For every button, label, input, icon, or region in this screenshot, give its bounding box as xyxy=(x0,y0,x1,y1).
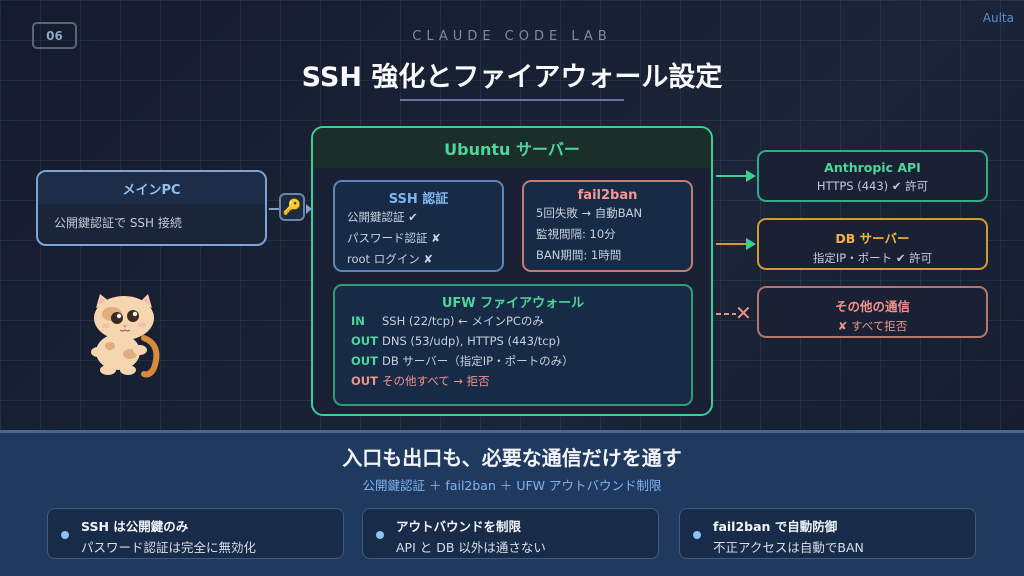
arrow-head-icon xyxy=(746,238,756,250)
summary-band: 入口も出口も、必要な通信だけを通す 公開鍵認証 ＋ fail2ban ＋ UFW… xyxy=(0,430,1024,576)
target-status: 指定IP・ポート ✔ 許可 xyxy=(812,251,933,265)
ufw-rule: IN SSH (22/tcp) ← メインPCのみ xyxy=(351,311,691,331)
target-title: Anthropic API xyxy=(824,160,921,175)
point-description: 不正アクセスは自動でBAN xyxy=(713,540,864,555)
ubuntu-server-node: Ubuntu サーバー SSH 認証 公開鍵認証 ✔ パスワード認証 ✘ roo… xyxy=(311,126,713,416)
fail2ban-title: fail2ban xyxy=(577,188,638,203)
point-title: SSH は公開鍵のみ xyxy=(81,519,189,534)
ufw-direction: OUT xyxy=(351,334,378,348)
bullet-dot-icon xyxy=(693,531,701,539)
bullet-dot-icon xyxy=(376,531,384,539)
ufw-rule: OUT DB サーバー（指定IP・ポートのみ） xyxy=(351,351,691,371)
ufw-card: UFW ファイアウォール IN SSH (22/tcp) ← メインPCのみ O… xyxy=(333,284,693,406)
ufw-title: UFW ファイアウォール xyxy=(441,296,585,311)
ufw-rule-deny: OUT その他すべて → 拒否 xyxy=(351,371,691,391)
arrow-head-icon xyxy=(746,170,756,182)
summary-point: SSH は公開鍵のみ パスワード認証は完全に無効化 xyxy=(47,508,344,559)
main-pc-node: メインPC 公開鍵認証で SSH 接続 xyxy=(36,170,267,246)
key-badge: 🔑 xyxy=(279,193,305,221)
page-title: SSH 強化とファイアウォール設定 xyxy=(301,62,723,93)
target-status: HTTPS (443) ✔ 許可 xyxy=(816,179,929,193)
title-underline xyxy=(400,99,624,101)
ssh-auth-line: パスワード認証 ✘ xyxy=(347,231,441,245)
ufw-rule-text: その他すべて → 拒否 xyxy=(382,374,490,388)
blocked-x-icon: ✕ xyxy=(735,301,752,325)
ufw-direction: OUT xyxy=(351,354,378,368)
ufw-direction: IN xyxy=(351,314,365,328)
ufw-rule: OUT DNS (53/udp), HTTPS (443/tcp) xyxy=(351,331,691,351)
target-title: DB サーバー xyxy=(835,231,910,246)
ufw-rule-text: SSH (22/tcp) ← メインPCのみ xyxy=(382,314,544,328)
ufw-rule-text: DNS (53/udp), HTTPS (443/tcp) xyxy=(382,334,561,348)
ufw-rule-text: DB サーバー（指定IP・ポートのみ） xyxy=(382,354,574,368)
target-status: ✘ すべて拒否 xyxy=(837,319,908,333)
target-anthropic-api: Anthropic API HTTPS (443) ✔ 許可 xyxy=(757,150,988,202)
api-connector-line xyxy=(716,175,750,177)
bullet-dot-icon xyxy=(61,531,69,539)
connector-line xyxy=(269,208,281,210)
summary-subtitle: 公開鍵認証 ＋ fail2ban ＋ UFW アウトバウンド制限 xyxy=(362,478,662,493)
fail2ban-line: 5回失敗 → 自動BAN xyxy=(536,206,643,220)
point-title: fail2ban で自動防御 xyxy=(713,519,838,534)
point-title: アウトバウンドを制限 xyxy=(396,519,522,534)
point-description: API と DB 以外は通さない xyxy=(396,540,546,555)
target-other-traffic: その他の通信 ✘ すべて拒否 xyxy=(757,286,988,338)
main-pc-title: メインPC xyxy=(38,172,265,204)
ssh-auth-card: SSH 認証 公開鍵認証 ✔ パスワード認証 ✘ root ログイン ✘ xyxy=(333,180,504,272)
fail2ban-line: 監視間隔: 10分 xyxy=(536,227,616,241)
eyebrow-label: CLAUDE CODE LAB xyxy=(412,29,612,44)
server-title: Ubuntu サーバー xyxy=(313,128,711,168)
brand-label: Aulta xyxy=(982,11,1014,25)
summary-point: fail2ban で自動防御 不正アクセスは自動でBAN xyxy=(679,508,976,559)
ssh-auth-line: root ログイン ✘ xyxy=(347,252,434,266)
blocked-connector-line xyxy=(716,313,736,315)
key-icon: 🔑 xyxy=(282,198,302,216)
cat-mascot-icon xyxy=(91,294,160,378)
target-db-server: DB サーバー 指定IP・ポート ✔ 許可 xyxy=(757,218,988,270)
ssh-auth-line: 公開鍵認証 ✔ xyxy=(347,210,418,224)
summary-title: 入口も出口も、必要な通信だけを通す xyxy=(342,446,682,470)
ufw-direction: OUT xyxy=(351,374,378,388)
point-description: パスワード認証は完全に無効化 xyxy=(81,540,257,555)
target-title: その他の通信 xyxy=(834,299,910,314)
fail2ban-card: fail2ban 5回失敗 → 自動BAN 監視間隔: 10分 BAN期間: 1… xyxy=(522,180,693,272)
main-pc-description: 公開鍵認証で SSH 接続 xyxy=(54,216,182,230)
fail2ban-line: BAN期間: 1時間 xyxy=(536,248,622,262)
arrow-head-icon xyxy=(306,204,312,214)
slide-number-badge: 06 xyxy=(32,22,77,49)
db-connector-line xyxy=(716,243,750,245)
summary-point: アウトバウンドを制限 API と DB 以外は通さない xyxy=(362,508,659,559)
ssh-auth-title: SSH 認証 xyxy=(388,192,449,207)
